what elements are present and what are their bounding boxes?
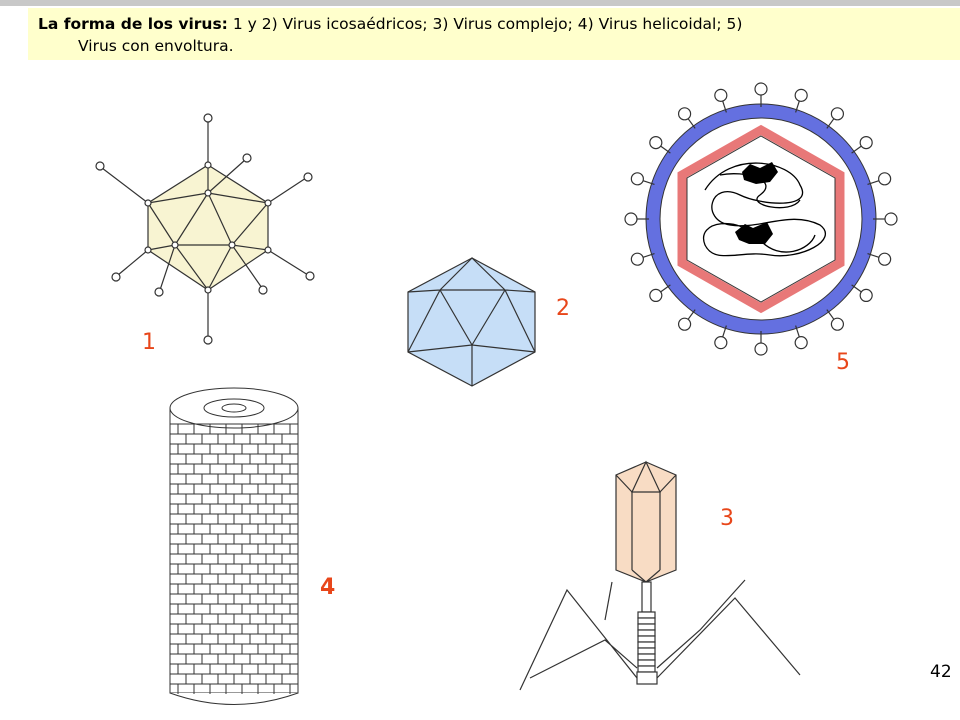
icosahedral-virus-1 bbox=[95, 113, 315, 345]
label-5: 5 bbox=[836, 350, 850, 375]
spike-knob bbox=[649, 288, 663, 303]
icosahedral-virus-2 bbox=[407, 257, 536, 387]
spike bbox=[660, 145, 671, 154]
spike bbox=[795, 325, 800, 338]
tail-fibers bbox=[519, 579, 801, 691]
spikes bbox=[95, 113, 315, 345]
spike-knob bbox=[677, 317, 692, 331]
sheath-ring bbox=[637, 647, 656, 655]
sheath-ring bbox=[637, 611, 656, 619]
spike bbox=[642, 253, 655, 258]
spike-knob bbox=[624, 212, 638, 226]
spike-knob bbox=[884, 212, 898, 226]
label-4: 4 bbox=[320, 575, 336, 600]
sheath-ring bbox=[637, 623, 656, 631]
envelope-spikes bbox=[624, 82, 898, 356]
spike-knob bbox=[754, 82, 768, 96]
spike bbox=[795, 100, 800, 113]
caption-box: La forma de los virus: 1 y 2) Virus icos… bbox=[28, 8, 960, 60]
sheath-ring bbox=[637, 653, 656, 661]
spike-knob bbox=[630, 252, 644, 266]
spike-knob bbox=[859, 288, 873, 303]
spike-knob bbox=[714, 88, 728, 102]
spike-knob bbox=[830, 317, 845, 331]
helical-virus-4 bbox=[169, 387, 299, 705]
label-1: 1 bbox=[142, 330, 156, 355]
top-bar bbox=[0, 0, 960, 6]
spike-knob bbox=[878, 252, 892, 266]
spike-knob bbox=[649, 135, 663, 150]
spike-knob bbox=[754, 342, 768, 356]
spike bbox=[867, 180, 880, 185]
sheath-ring bbox=[637, 635, 656, 643]
spike-knob bbox=[794, 336, 808, 350]
label-2: 2 bbox=[556, 296, 570, 321]
spike bbox=[851, 284, 862, 293]
spike-knob bbox=[677, 107, 692, 121]
spike bbox=[826, 118, 835, 129]
caption-line-1: La forma de los virus: 1 y 2) Virus icos… bbox=[38, 13, 950, 35]
spike-knob bbox=[830, 107, 845, 121]
helix-subunits bbox=[170, 423, 298, 694]
spike bbox=[687, 309, 696, 320]
sheath-ring bbox=[637, 617, 656, 625]
tail-sheath bbox=[637, 611, 656, 673]
page-number: 42 bbox=[930, 662, 952, 682]
spike-knob bbox=[714, 336, 728, 350]
spike-knob bbox=[794, 88, 808, 102]
complex-virus-3 bbox=[519, 460, 801, 691]
spike-knob bbox=[878, 172, 892, 186]
spike bbox=[851, 145, 862, 154]
sheath-ring bbox=[637, 665, 656, 673]
sheath-ring bbox=[637, 629, 656, 637]
spike bbox=[687, 118, 696, 129]
spike bbox=[660, 284, 671, 293]
label-3: 3 bbox=[720, 506, 734, 531]
spike-knob bbox=[859, 135, 873, 150]
sheath-ring bbox=[637, 641, 656, 649]
enveloped-virus-5 bbox=[624, 82, 898, 356]
spike bbox=[826, 309, 835, 320]
caption-line-2: Virus con envoltura. bbox=[78, 37, 234, 55]
spike bbox=[722, 325, 727, 338]
spike-knob bbox=[630, 172, 644, 186]
spike bbox=[642, 180, 655, 185]
sheath-ring bbox=[637, 659, 656, 667]
spike bbox=[722, 100, 727, 113]
caption-text-1: 1 y 2) Virus icosaédricos; 3) Virus comp… bbox=[227, 15, 743, 33]
spike bbox=[867, 253, 880, 258]
caption-title: La forma de los virus: bbox=[38, 15, 228, 33]
